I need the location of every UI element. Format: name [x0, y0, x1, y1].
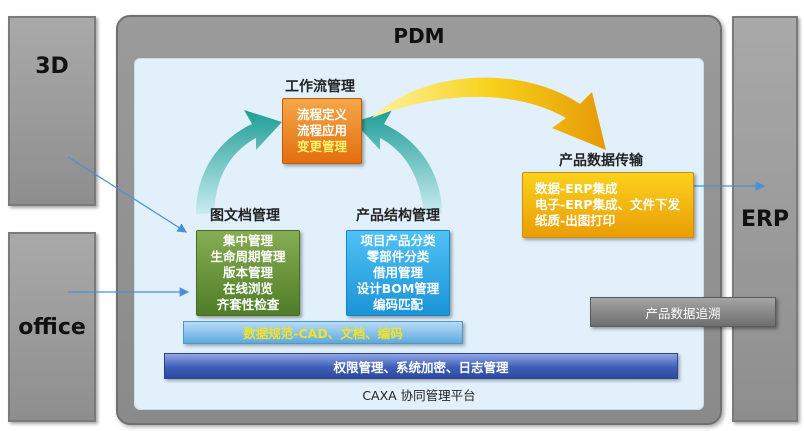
documents-title: 图文档管理 [210, 208, 280, 224]
workflow-item: 变更管理 [296, 139, 347, 154]
data-standard-bar: 数据规范-CAD、文档、编码 [183, 321, 463, 344]
pdm-title: PDM [393, 24, 445, 48]
documents-item: 版本管理 [222, 265, 273, 280]
teal-arrow-right [354, 110, 442, 214]
gold-arrow [372, 77, 606, 150]
transfer-item: 电子-ERP集成、文件下发 [535, 197, 681, 212]
platform-label: CAXA 协同管理平台 [362, 388, 476, 403]
structure-item: 项目产品分类 [360, 233, 436, 248]
transfer-box: 数据-ERP集成 电子-ERP集成、文件下发 纸质-出图打印 [522, 172, 694, 238]
3d-connector-arrow [67, 156, 188, 233]
documents-item: 齐套性检查 [216, 297, 280, 312]
erp-label: ERP [740, 206, 790, 232]
workflow-item: 流程应用 [296, 123, 347, 138]
3d-label: 3D [35, 53, 69, 79]
teal-arrow-left [196, 110, 282, 214]
workflow-box: 流程定义 流程应用 变更管理 [282, 98, 362, 164]
transfer-item: 数据-ERP集成 [535, 181, 618, 196]
documents-item: 生命周期管理 [210, 249, 286, 264]
structure-item: 借用管理 [372, 265, 423, 280]
structure-item: 设计BOM管理 [356, 281, 440, 296]
erp-box: ERP [732, 16, 798, 422]
3d-box: 3D [8, 16, 96, 206]
security-bar: 权限管理、系统加密、日志管理 [164, 353, 678, 379]
workflow-title: 工作流管理 [285, 79, 355, 95]
structure-title: 产品结构管理 [356, 208, 440, 224]
workflow-item: 流程定义 [296, 107, 347, 122]
documents-item: 集中管理 [222, 233, 273, 248]
trace-box: 产品数据追溯 [590, 297, 776, 327]
structure-box: 项目产品分类 零部件分类 借用管理 设计BOM管理 编码匹配 [346, 230, 450, 316]
documents-item: 在线浏览 [222, 281, 273, 296]
documents-box: 集中管理 生命周期管理 版本管理 在线浏览 齐套性检查 [196, 230, 300, 316]
transfer-item: 纸质-出图打印 [535, 213, 616, 228]
office-label: office [18, 314, 86, 340]
office-box: office [8, 232, 96, 422]
transfer-title: 产品数据传输 [559, 153, 643, 169]
structure-item: 编码匹配 [372, 297, 423, 312]
structure-item: 零部件分类 [366, 249, 430, 264]
